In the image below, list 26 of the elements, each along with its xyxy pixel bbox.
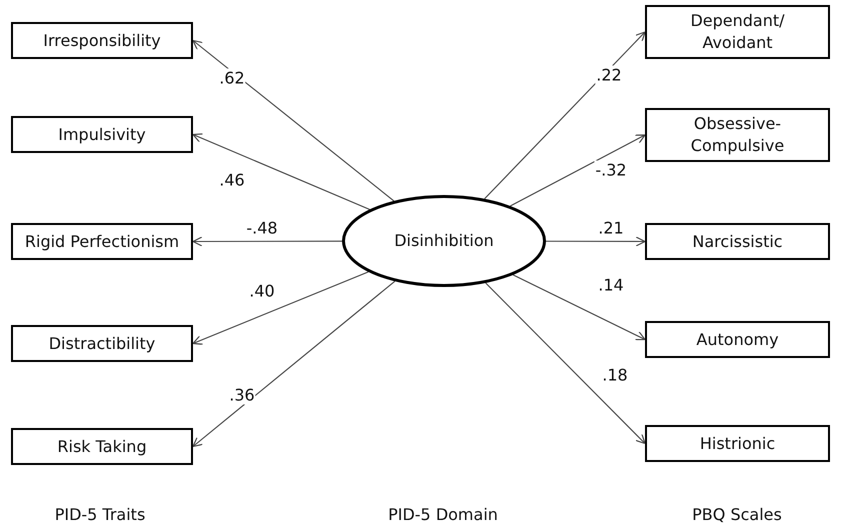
edge-label: .36 [228,386,256,404]
arrow [192,133,370,210]
arrow [485,282,646,444]
process-box: Rigid Perfectionism [11,223,193,260]
process-box: Narcissistic [645,223,830,260]
column-caption: PBQ Scales [692,505,782,524]
arrow [192,280,396,448]
arrow [192,271,369,345]
arrow [484,31,646,200]
process-box: Autonomy [645,321,830,358]
process-box: Obsessive- Compulsive [645,108,830,162]
arrow [512,274,646,340]
process-box: Irresponsibility [11,22,193,59]
process-box: Risk Taking [11,428,193,465]
process-box: Impulsivity [11,116,193,153]
column-caption: PID-5 Traits [54,505,146,524]
arrow [510,134,646,207]
edge-label: .22 [595,66,623,84]
process-box: Dependant/ Avoidant [645,5,830,59]
process-box: Distractibility [11,325,193,362]
column-caption: PID-5 Domain [388,505,498,524]
arrow [192,236,342,246]
arrow [546,236,646,246]
process-box: Histrionic [645,425,830,462]
ellipse-node: Disinhibition [342,195,546,287]
arrow [192,40,394,202]
